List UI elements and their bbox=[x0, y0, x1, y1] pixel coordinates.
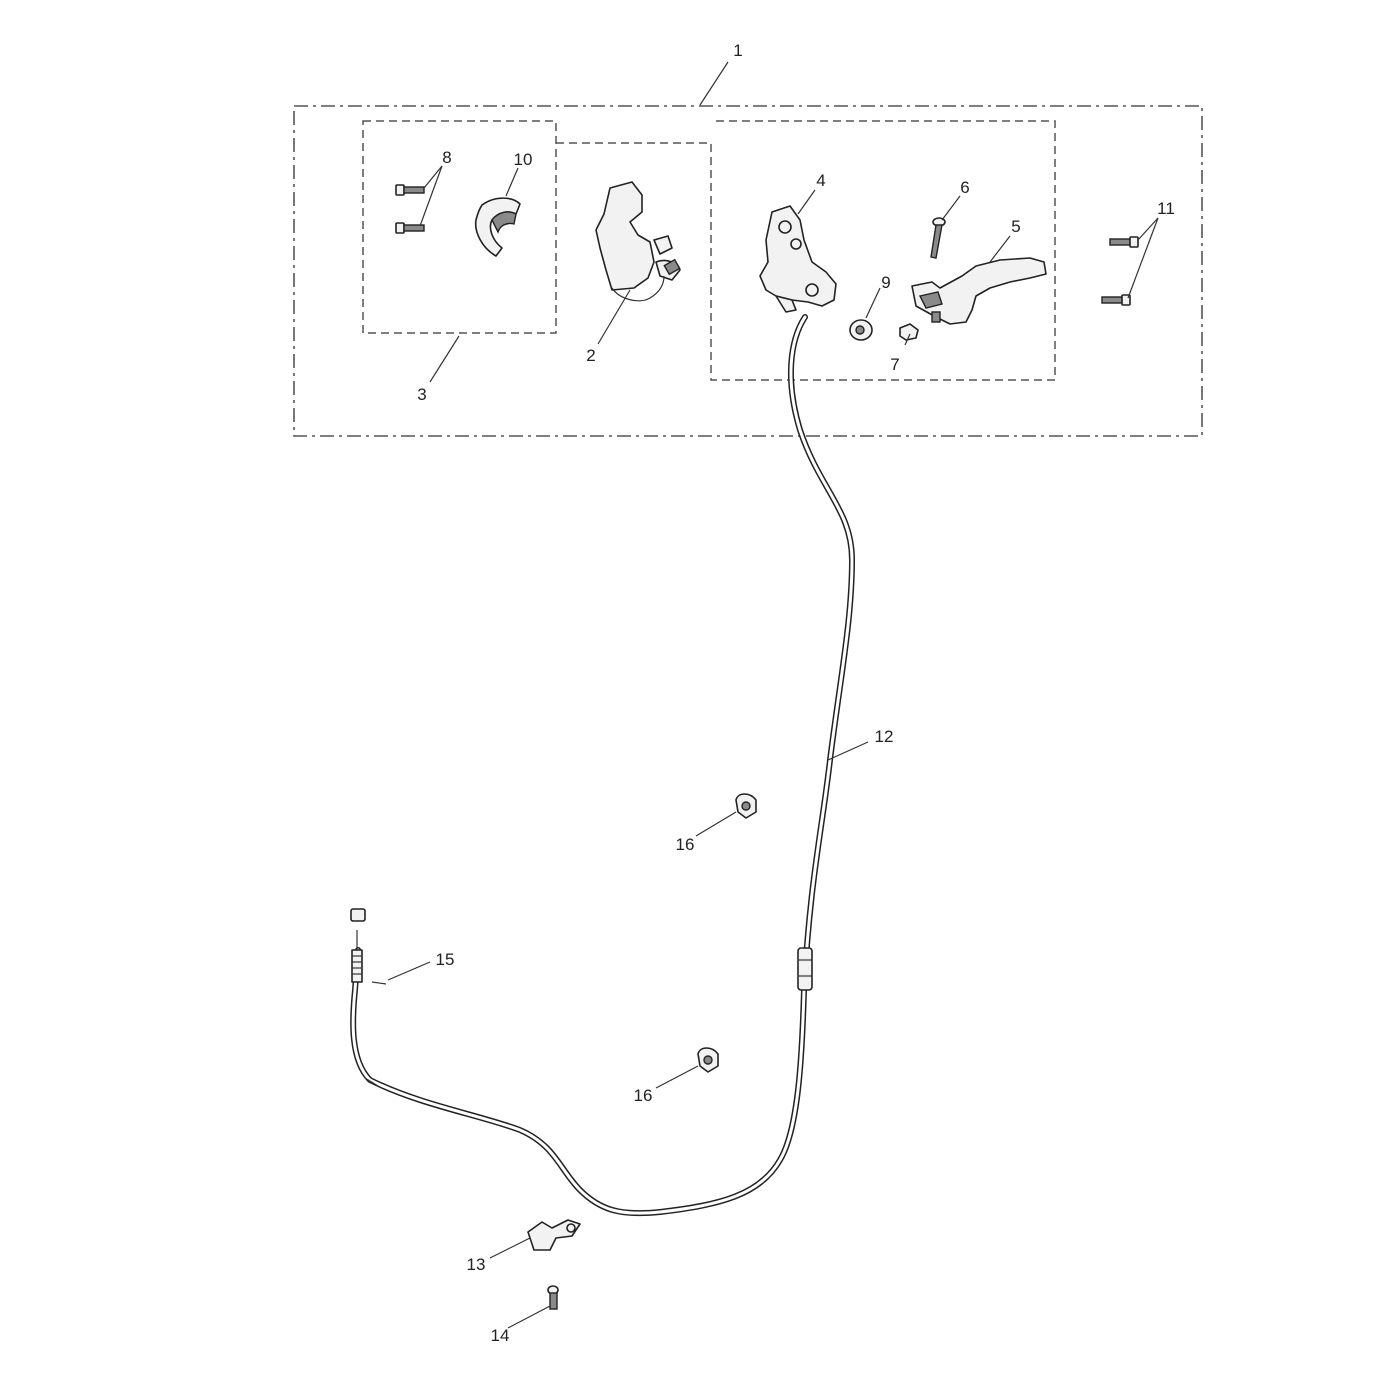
callout-2: 2 bbox=[586, 346, 595, 365]
callout-labels: 1 2 3 4 5 6 7 8 9 10 11 12 13 14 15 16 1… bbox=[417, 41, 1175, 1345]
callout-13: 13 bbox=[467, 1255, 486, 1274]
callout-14: 14 bbox=[491, 1326, 510, 1345]
callout-12: 12 bbox=[875, 727, 894, 746]
callout-8: 8 bbox=[442, 148, 451, 167]
bush-part bbox=[849, 319, 873, 341]
assembly-box-2 bbox=[556, 120, 1056, 381]
cable-bracket-part bbox=[527, 1219, 581, 1251]
screw-part-8a bbox=[395, 184, 425, 196]
callout-15: 15 bbox=[436, 950, 455, 969]
switch-housing-part bbox=[595, 181, 681, 302]
retaining-clip-part bbox=[371, 981, 387, 985]
leader-lines bbox=[387, 61, 1159, 1329]
screw-part-11b bbox=[1101, 294, 1131, 306]
cable-clip-part-b bbox=[697, 1047, 719, 1073]
assembly-box-3 bbox=[362, 120, 557, 334]
callout-16b: 16 bbox=[634, 1086, 653, 1105]
half-clamp-part bbox=[474, 197, 521, 257]
callout-11: 11 bbox=[1157, 199, 1175, 218]
bracket-bolt-part bbox=[547, 1285, 559, 1310]
clutch-lever-part bbox=[911, 257, 1047, 325]
callout-3: 3 bbox=[417, 385, 426, 404]
callout-10: 10 bbox=[514, 150, 533, 169]
screw-part-11a bbox=[1109, 236, 1139, 248]
pivot-bolt-part bbox=[930, 217, 946, 259]
screw-part-8b bbox=[395, 222, 425, 234]
cable-clip-part-a bbox=[735, 793, 757, 819]
clutch-cable bbox=[350, 314, 855, 1217]
callout-16a: 16 bbox=[676, 835, 695, 854]
lever-bracket-part bbox=[759, 205, 837, 313]
assembly-box-1 bbox=[293, 105, 1203, 437]
callout-6: 6 bbox=[960, 178, 969, 197]
callout-5: 5 bbox=[1011, 217, 1020, 236]
callout-9: 9 bbox=[881, 273, 890, 292]
callout-1: 1 bbox=[733, 41, 742, 60]
nut-part bbox=[899, 323, 919, 341]
callout-7: 7 bbox=[890, 355, 899, 374]
callout-4: 4 bbox=[816, 171, 825, 190]
